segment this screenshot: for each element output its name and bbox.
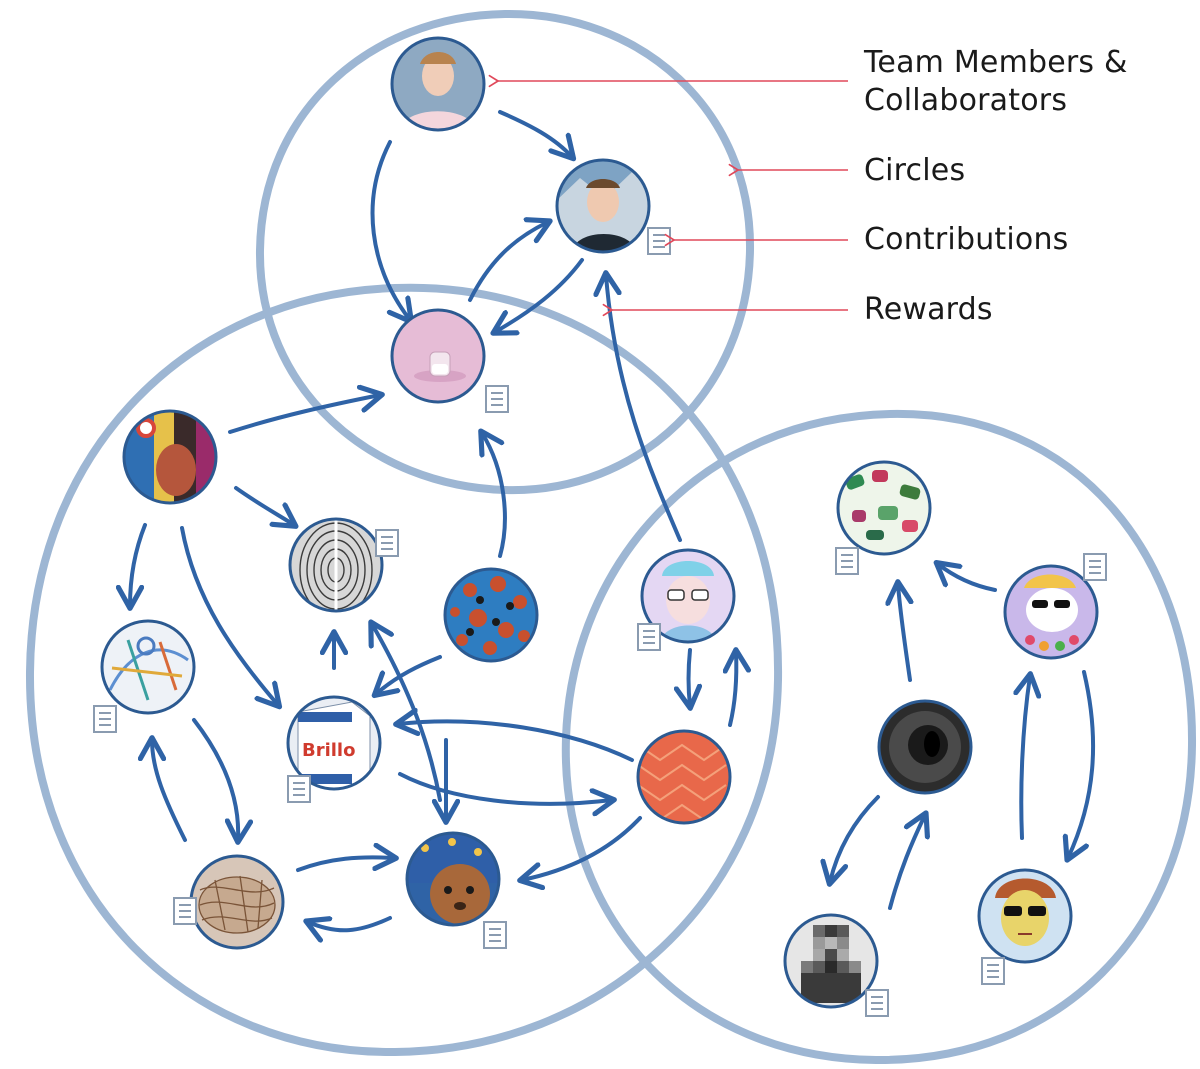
document-icon (835, 547, 859, 575)
circle-right (561, 409, 1197, 1065)
node-pixel-portrait[interactable] (783, 913, 879, 1009)
node-person-a[interactable] (390, 36, 486, 132)
node-sketch-figure[interactable] (100, 619, 196, 715)
circle-top (255, 9, 755, 495)
legend-rewards-label: Rewards (864, 292, 993, 327)
legend-team-line1: Team Members & (864, 45, 1128, 80)
node-blue-dots[interactable] (443, 567, 539, 663)
node-pop-art-face[interactable] (122, 409, 218, 505)
document-icon (647, 227, 671, 255)
node-fingerprint[interactable] (288, 517, 384, 617)
legend-callouts (488, 74, 848, 317)
document-icon (483, 921, 507, 949)
document-icon (981, 957, 1005, 985)
legend-team-line2: Collaborators (864, 83, 1068, 118)
legend-team-label: Team Members & Collaborators (864, 44, 1128, 120)
circle-left (25, 283, 783, 1057)
node-paint-strokes[interactable] (836, 460, 932, 556)
svg-text:Brillo: Brillo (302, 740, 355, 761)
document-icon (93, 705, 117, 733)
node-person-b[interactable] (555, 158, 651, 254)
node-pink-glass[interactable] (390, 308, 486, 404)
document-icon (637, 623, 661, 651)
document-icon (865, 989, 889, 1017)
document-icon (287, 775, 311, 803)
node-brillo-box[interactable]: Brillo (286, 695, 382, 796)
legend-circles-label: Circles (864, 153, 966, 188)
document-icon (1083, 553, 1107, 581)
node-kid-drawing[interactable] (977, 868, 1073, 964)
node-dark-ring[interactable] (877, 699, 973, 795)
node-bear-sunglasses[interactable] (1003, 564, 1099, 660)
node-dog-photo[interactable] (405, 831, 501, 927)
document-icon (375, 529, 399, 557)
reward-arrows (130, 110, 1096, 930)
node-pattern-orange[interactable] (636, 729, 732, 825)
contribution-icons (93, 227, 1107, 1017)
circle-rings (25, 9, 1197, 1065)
document-icon (173, 897, 197, 925)
legend-contributions-label: Contributions (864, 222, 1069, 257)
node-net-sculpture[interactable] (189, 854, 285, 950)
document-icon (485, 385, 509, 413)
